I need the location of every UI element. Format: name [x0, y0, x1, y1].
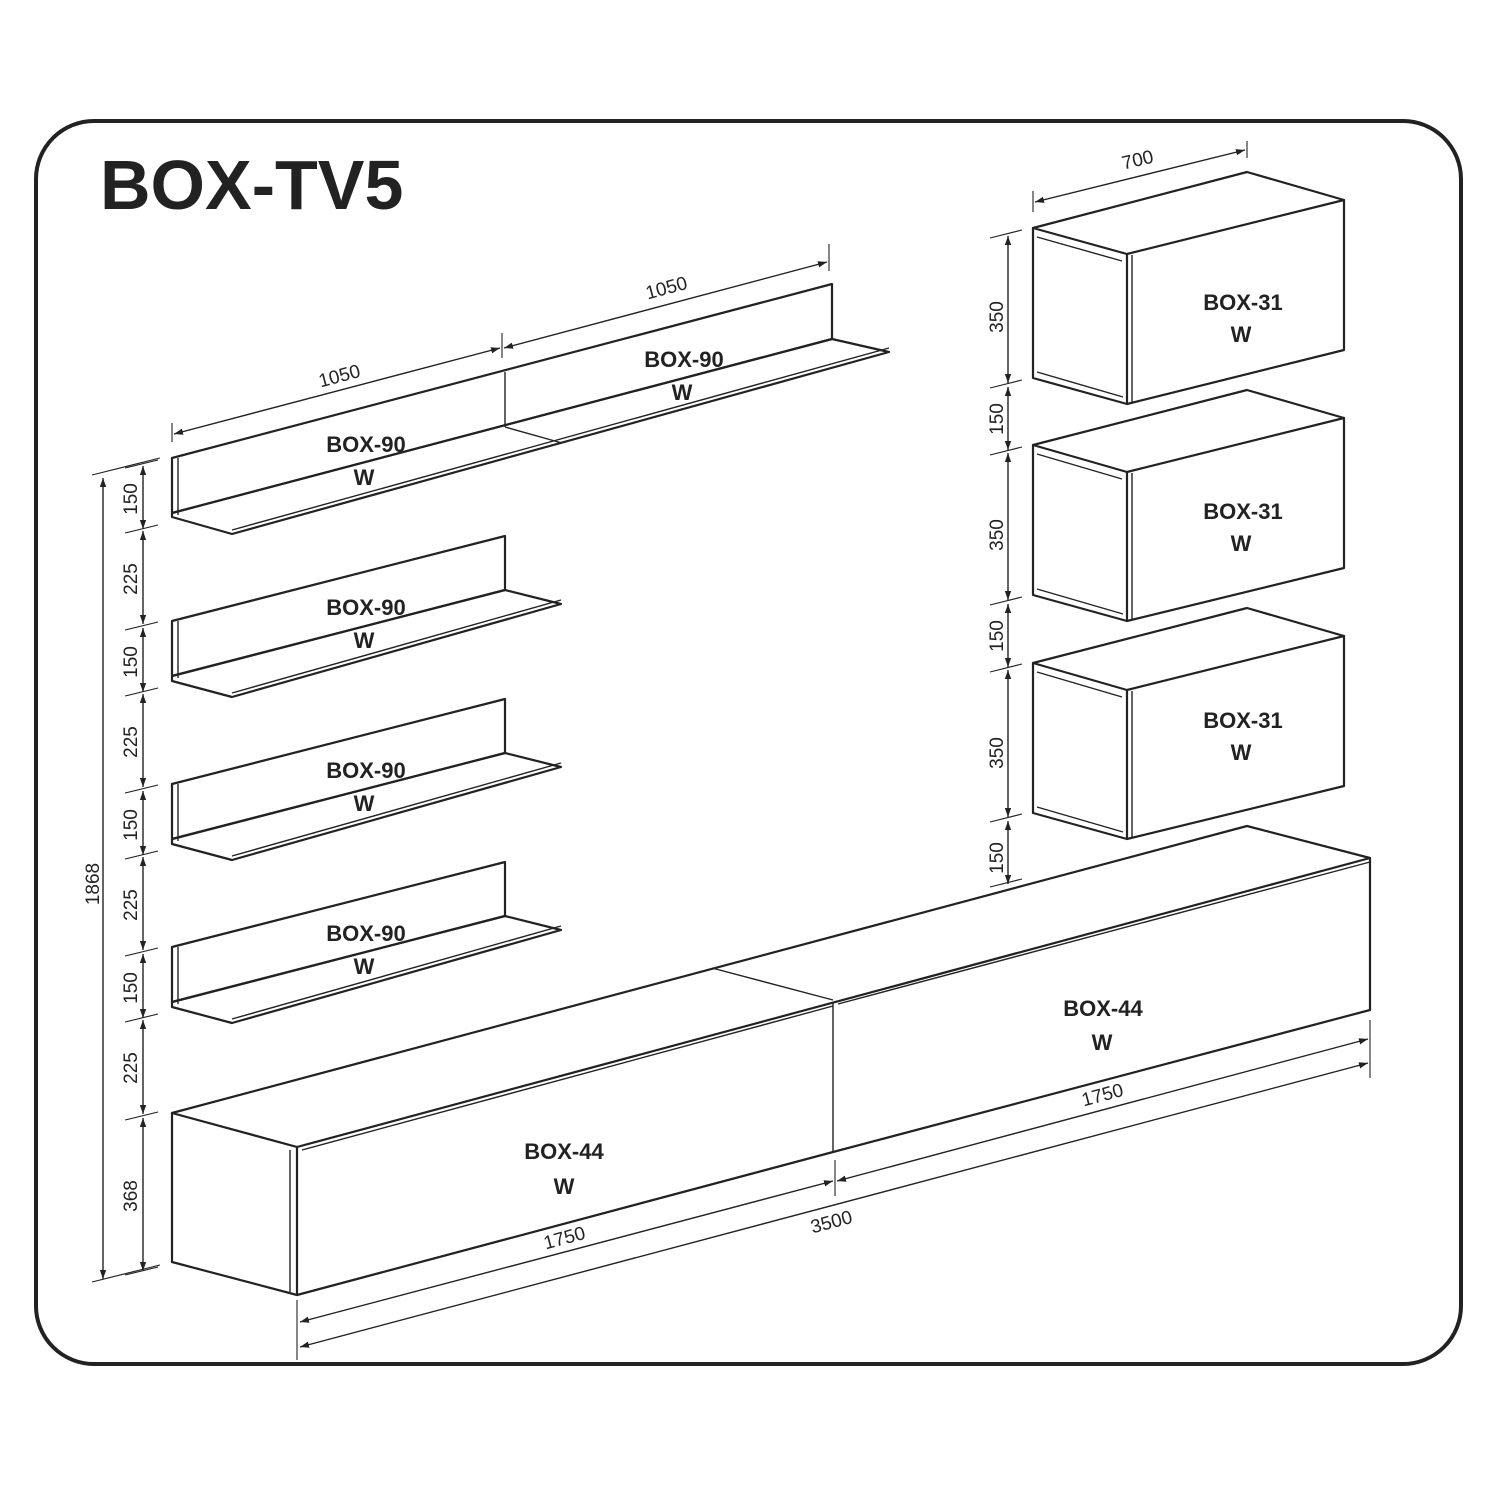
- shelf-name: BOX-90: [326, 432, 405, 457]
- cabinet-2: BOX-31 W: [1031, 388, 1346, 623]
- cabinet-finish: W: [1231, 322, 1252, 347]
- tv-unit-right: BOX-44 W: [1063, 996, 1143, 1055]
- tv-unit-left: BOX-44 W: [524, 1139, 604, 1199]
- dimension-label: 350: [987, 519, 1008, 551]
- cabinet-3: BOX-31 W: [1031, 606, 1346, 841]
- dimension-left-column: 150 225 150 225 150 225 150 225 368: [121, 459, 159, 1276]
- dimension-bottom: 1750 1750 3500: [296, 1020, 1371, 1360]
- dimension-total-height: 1868: [83, 457, 161, 1283]
- shelf-finish: W: [354, 954, 375, 979]
- diagram-title: BOX-TV5: [100, 146, 403, 224]
- shelf-finish: W: [672, 380, 693, 405]
- shelf-name: BOX-90: [644, 347, 723, 372]
- dimension-label: 350: [987, 737, 1008, 769]
- dimension-label: 150: [121, 809, 142, 841]
- tv-unit-finish: W: [554, 1174, 575, 1199]
- cabinet-finish: W: [1231, 740, 1252, 765]
- dimension-label: 1050: [643, 273, 689, 304]
- shelf-name: BOX-90: [326, 921, 405, 946]
- tv-unit-name: BOX-44: [1063, 996, 1143, 1021]
- shelf-finish: W: [354, 628, 375, 653]
- dimension-shelf-left: 1050: [171, 333, 503, 442]
- cabinet-name: BOX-31: [1203, 499, 1282, 524]
- cabinet-name: BOX-31: [1203, 290, 1282, 315]
- dimension-cabinet-width: 700: [1032, 141, 1248, 212]
- drawing-frame: [34, 119, 1463, 1366]
- dimension-label: 150: [987, 403, 1008, 435]
- shelf-top-long: [170, 282, 891, 536]
- dimension-label: 150: [987, 842, 1008, 874]
- shelf-finish: W: [354, 465, 375, 490]
- dimension-label: 150: [121, 972, 142, 1004]
- shelf-3: BOX-90 W: [170, 697, 563, 862]
- dimension-label: 225: [121, 726, 142, 758]
- dimension-label: 350: [987, 301, 1008, 333]
- tv-unit-assembly: [170, 824, 1372, 1297]
- shelf-name: BOX-90: [326, 758, 405, 783]
- dimension-label: 3500: [808, 1207, 854, 1238]
- dimension-label: 150: [121, 483, 142, 515]
- cabinet-name: BOX-31: [1203, 708, 1282, 733]
- dimension-label: 700: [1120, 147, 1156, 175]
- dimension-label: 1868: [83, 863, 104, 905]
- dimension-right-column: 350 150 350 150 350 150: [987, 229, 1023, 888]
- dimension-shelf-right: 1050: [503, 244, 830, 349]
- shelf-4: BOX-90 W: [170, 860, 563, 1025]
- tv-unit-finish: W: [1092, 1030, 1113, 1055]
- dimension-label: 225: [121, 889, 142, 921]
- shelf-2: BOX-90 W: [170, 534, 563, 699]
- shelf-top-left-label: BOX-90 W: [326, 432, 405, 490]
- dimension-label: 225: [121, 1052, 142, 1084]
- dimension-label: 150: [121, 646, 142, 678]
- cabinet-1: BOX-31 W: [1031, 170, 1346, 406]
- shelf-top-right-label: BOX-90 W: [644, 347, 723, 405]
- dimension-label: 1050: [316, 361, 362, 392]
- cabinet-finish: W: [1231, 531, 1252, 556]
- dimension-label: 225: [121, 563, 142, 595]
- shelf-finish: W: [354, 791, 375, 816]
- shelf-name: BOX-90: [326, 595, 405, 620]
- dimension-label: 150: [987, 620, 1008, 652]
- tv-unit-name: BOX-44: [524, 1139, 604, 1164]
- dimension-label: 368: [121, 1180, 142, 1212]
